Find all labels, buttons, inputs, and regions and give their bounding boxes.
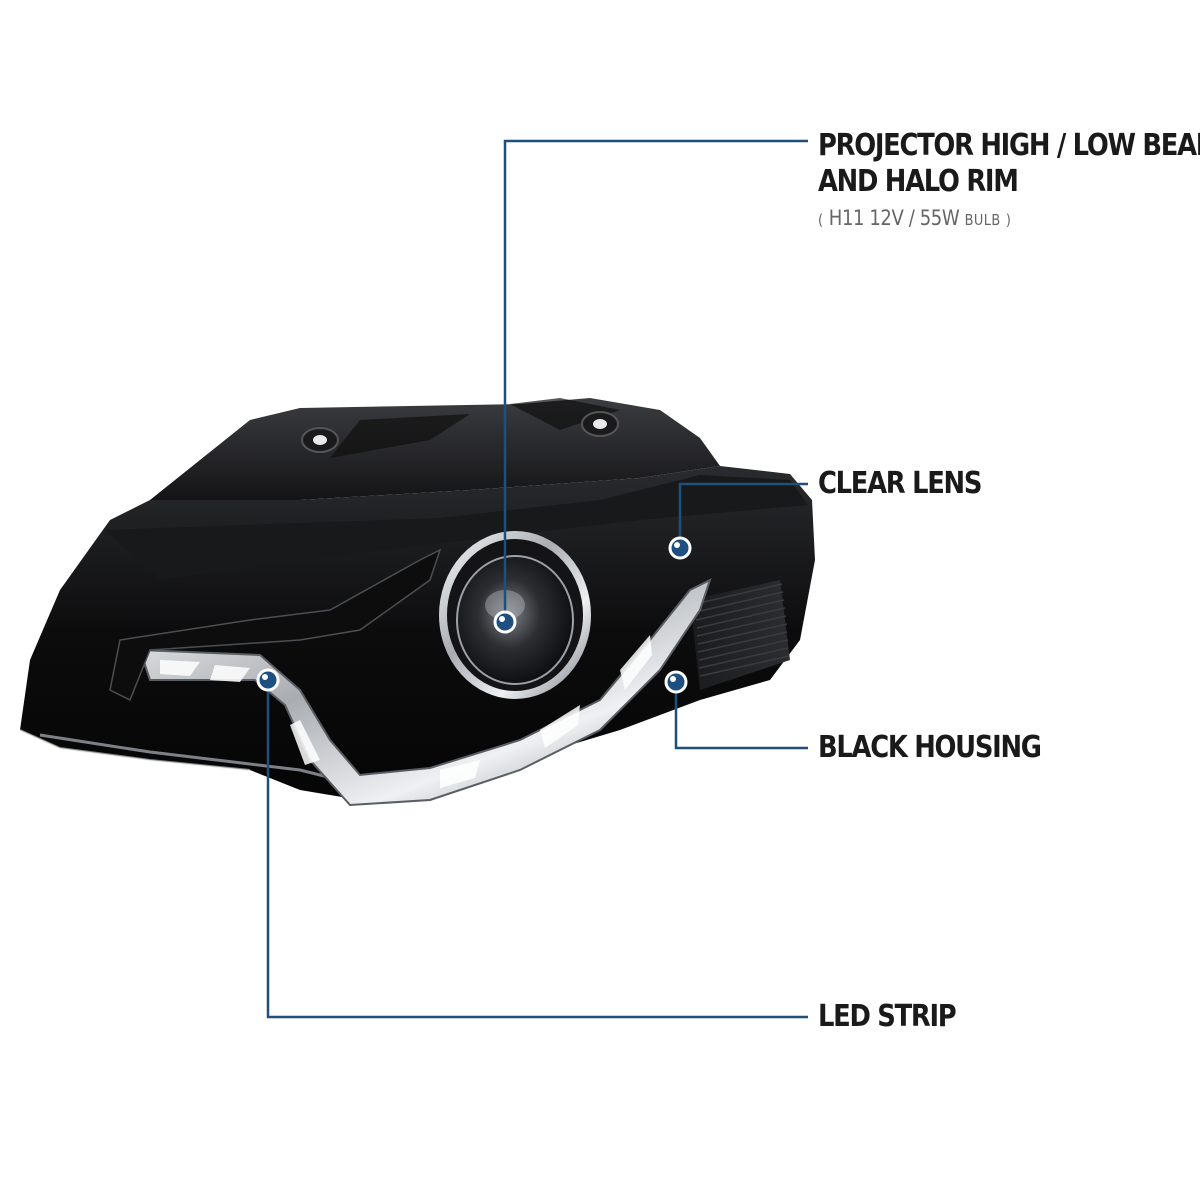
- mounting-hole-icon: [581, 411, 619, 437]
- callout-dot-led-strip: [256, 668, 280, 692]
- black-housing-label: BLACK HOUSING: [818, 730, 1042, 765]
- spec-bulb-type: H11 12V / 55W: [828, 206, 960, 230]
- fin-grille: [690, 580, 790, 690]
- callout-dot-black-housing: [664, 670, 688, 694]
- spec-open-paren: (: [818, 211, 824, 229]
- clear-lens-label: CLEAR LENS: [818, 466, 982, 501]
- projector-label-line1: PROJECTOR HIGH / LOW BEAM: [818, 128, 1200, 163]
- projector-label-line2: AND HALO RIM: [818, 164, 1019, 199]
- projector-halo: [439, 531, 591, 699]
- callout-line-projector: [503, 139, 808, 622]
- callout-line-clear-lens: [678, 482, 808, 546]
- headlight-image: [19, 398, 815, 807]
- spec-bulb-word: BULB: [964, 211, 1001, 229]
- led-strip-label: LED STRIP: [818, 999, 957, 1034]
- callout-dot-projector: [493, 610, 517, 634]
- callout-dot-clear-lens: [668, 536, 692, 560]
- mounting-hole-icon: [301, 427, 339, 453]
- led-drl-strip: [138, 578, 712, 807]
- callout-line-black-housing: [674, 680, 808, 750]
- callout-line-led-strip: [266, 680, 808, 1019]
- projector-spec: ( H11 12V / 55W BULB ): [818, 206, 1011, 230]
- spec-close-paren: ): [1005, 211, 1012, 229]
